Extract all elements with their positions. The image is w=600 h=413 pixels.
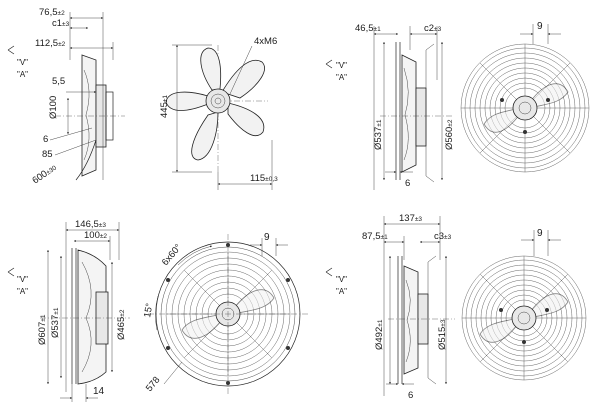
dim-6: 6 [405,178,410,189]
flow-label-a: "A" [336,287,347,296]
dim-9: 9 [264,232,270,243]
blade-1 [221,59,265,99]
dim-600: 600±30 [30,162,58,187]
dim-6: 6 [408,390,413,401]
dim-c3: c3±3 [434,231,452,242]
dim-d100: Ø100 [48,96,59,119]
flow-label-v: "V" [336,61,347,70]
flow-label-a: "A" [17,70,28,79]
motor-hub [511,305,537,331]
flow-arrow-icon [325,267,333,277]
fan-blade-profile [403,265,419,375]
flow-arrow-icon [7,267,15,277]
dim-9: 9 [537,228,543,239]
flow-label-v: "V" [17,58,28,67]
dim-d560: Ø560±2 [444,119,455,150]
label-4xm6: 4xM6 [254,36,277,47]
dim-85: 85 [42,149,53,160]
dim-c1: c1±3 [52,18,70,29]
dim-6: 6 [43,134,48,145]
wire-guard [461,255,587,381]
impeller-hub [205,88,231,114]
dim-146-5: 146,5±3 [75,219,106,230]
blade-4 [165,91,209,111]
dim-15-deg: 15° [142,302,155,318]
cable [75,139,97,181]
dim-100: 100±2 [84,230,107,241]
view-3-side: "V" "A" 146,5±3 100±2 Ø607±1 Ø537±1 Ø465… [7,219,130,402]
view-4-front: 9 [461,228,587,381]
dim-d537: Ø537±1 [373,119,384,150]
dim-46-5: 46,5±1 [355,23,381,34]
flow-arrow-icon [325,59,333,69]
blade-3 [191,111,219,161]
flow-label-a: "A" [17,287,28,296]
flow-label-v: "V" [17,275,28,284]
dim-445: 445±1 [159,95,170,118]
dim-d492: Ø492±1 [374,319,385,350]
dim-d515: Ø515±3 [437,319,448,350]
flow-label-v: "V" [336,275,347,284]
dim-d607: Ø607±1 [37,314,48,345]
fan-blade-profile [401,54,417,173]
view-4-side: "V" "A" 137±3 87,5±1 c3±3 Ø492±1 Ø515±3 … [325,213,455,401]
view-1-front: 4xM6 445±1 115±0,3 [159,36,278,190]
flow-label-a: "A" [336,73,347,82]
dim-c2: c2±3 [424,23,442,34]
dim-9: 9 [537,21,543,32]
dim-76-5: 76,5±2 [39,7,65,18]
dim-6x60: 6x60° [160,242,184,268]
blade-5 [200,47,222,91]
dim-14: 14 [93,386,105,397]
dim-112-5: 112,5±2 [35,38,66,49]
dim-87-5: 87,5±1 [362,231,388,242]
mounting-foot [499,308,503,312]
fan-blade-profile [81,54,97,177]
dim-d537: Ø537±1 [50,307,61,338]
flow-arrow-icon [7,45,15,55]
blade-2 [227,102,265,137]
view-2-side: "V" "A" 46,5±1 c2±3 Ø537±1 Ø560±2 6 [325,23,455,190]
nozzle-ring [77,249,107,385]
mounting-foot [500,98,504,102]
view-1-side: "V" "A" 76,5±2 c1±3 112,5±2 5,5 Ø100 6 8… [7,7,125,187]
dim-115: 115±0,3 [250,173,278,184]
view-2-front: 9 [460,21,590,173]
view-3-front: 6x60° 15° 9 578 [142,232,308,394]
dim-578: 578 [144,375,163,394]
dim-d465: Ø465±2 [116,309,127,340]
dim-5-5: 5,5 [52,76,65,87]
dim-137: 137±3 [399,213,422,224]
motor-hub [512,95,538,121]
motor-hub [415,87,427,147]
